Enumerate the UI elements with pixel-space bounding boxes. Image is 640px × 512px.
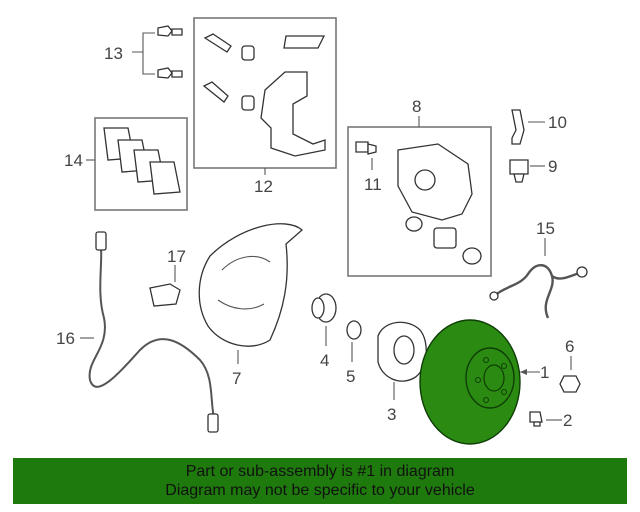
part-8-caliper-assembly[interactable]: 8: [347, 97, 492, 277]
callout-5[interactable]: 5: [346, 367, 355, 386]
callout-17[interactable]: 17: [167, 247, 186, 266]
banner-line-1: Part or sub-assembly is #1 in diagram: [185, 463, 455, 480]
part-14-brake-pads[interactable]: 14: [64, 117, 188, 211]
callout-11[interactable]: 11: [364, 175, 382, 194]
part-4-bearing[interactable]: 4: [311, 293, 337, 370]
part-5-snap-ring[interactable]: 5: [346, 320, 362, 386]
part-11-bleeder-bolt[interactable]: 11: [355, 141, 382, 194]
callout-15[interactable]: 15: [536, 219, 555, 238]
callout-9[interactable]: 9: [548, 157, 557, 176]
callout-6[interactable]: 6: [565, 337, 574, 356]
callout-3[interactable]: 3: [387, 405, 396, 424]
part-17-clip[interactable]: 17: [149, 247, 186, 307]
part-13-bolts[interactable]: 13: [104, 25, 183, 79]
callout-10[interactable]: 10: [548, 113, 567, 132]
part-7-dust-shield[interactable]: 7: [198, 223, 303, 388]
part-1-brake-rotor[interactable]: 1: [419, 319, 549, 445]
callout-8[interactable]: 8: [412, 97, 421, 116]
callout-12[interactable]: 12: [254, 177, 273, 196]
part-15-brake-hose[interactable]: 15: [489, 219, 588, 319]
callout-1[interactable]: 1: [540, 363, 549, 382]
part-9-connector[interactable]: 9: [509, 157, 557, 183]
callout-2[interactable]: 2: [563, 411, 572, 430]
callout-14[interactable]: 14: [64, 151, 83, 170]
banner-line-2: Diagram may not be specific to your vehi…: [165, 482, 475, 499]
part-3-hub[interactable]: 3: [377, 321, 427, 424]
callout-7[interactable]: 7: [232, 369, 241, 388]
part-12-caliper-bracket-kit[interactable]: 12: [193, 17, 337, 196]
part-2-screw[interactable]: 2: [529, 411, 572, 430]
part-10-bracket[interactable]: 10: [511, 109, 567, 145]
callout-4[interactable]: 4: [320, 351, 329, 370]
parts-diagram: 13 12 14 8: [56, 17, 588, 445]
part-16-abs-sensor[interactable]: 16: [56, 231, 219, 433]
info-banner: Part or sub-assembly is #1 in diagram Di…: [13, 458, 627, 504]
part-6-nut[interactable]: 6: [559, 337, 581, 393]
callout-16[interactable]: 16: [56, 329, 75, 348]
callout-13[interactable]: 13: [104, 44, 123, 63]
